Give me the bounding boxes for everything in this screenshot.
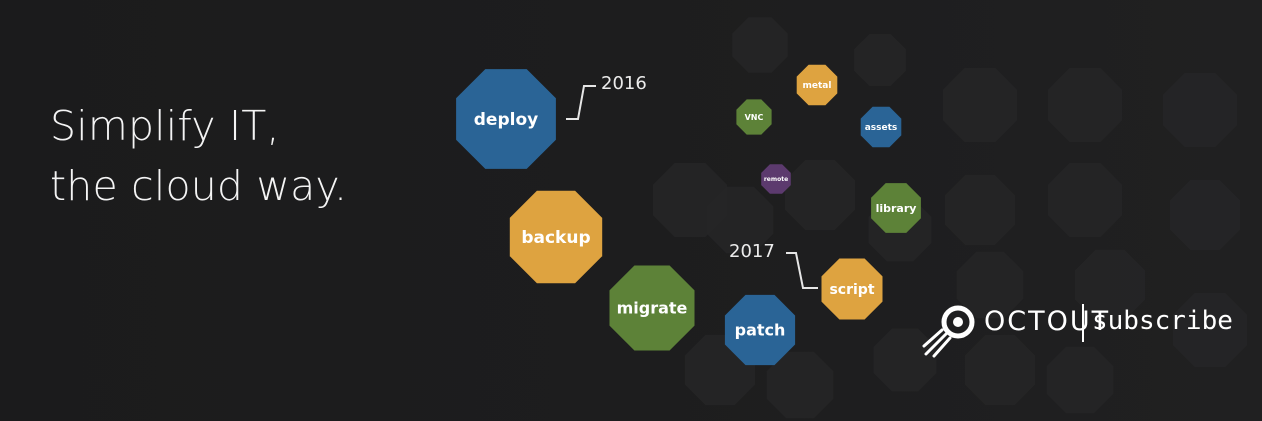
background-hex (1046, 346, 1114, 414)
rocket-o-icon (922, 305, 975, 358)
background-hex (784, 159, 856, 231)
timeline-connector-2017 (786, 252, 818, 289)
hex-assets-label: assets (865, 123, 898, 133)
hex-deploy-shape (456, 69, 556, 169)
hex-deploy: deploy (456, 69, 556, 169)
background-hex (1048, 163, 1122, 237)
hex-library-label: library (876, 202, 917, 215)
hex-assets-shape (860, 106, 902, 148)
hex-patch-shape (724, 294, 796, 366)
hex-library-shape (871, 183, 921, 233)
background-hex (732, 17, 788, 73)
hex-patch: patch (724, 294, 796, 366)
hex-metal-label: metal (803, 81, 832, 91)
background-hex (1173, 293, 1247, 367)
background-hex (766, 351, 834, 419)
year-2017-label: 2017 (729, 241, 775, 262)
hex-vnc-label: VNC (745, 113, 764, 122)
hex-script: script (821, 258, 883, 320)
headline-line-1: Simplify IT, (50, 102, 280, 150)
background-hex (1163, 73, 1237, 147)
brand-divider (1082, 304, 1084, 342)
hex-library: library (871, 183, 921, 233)
hex-vnc-shape (736, 99, 772, 135)
hex-vnc: VNC (736, 99, 772, 135)
background-hex (1074, 249, 1146, 321)
background-hex (1048, 68, 1122, 142)
hex-backup: backup (509, 190, 603, 284)
background-hex (943, 68, 1017, 142)
hex-migrate-label: migrate (617, 299, 688, 318)
background-hex (1169, 179, 1241, 251)
brand-name: OCTOUT (984, 306, 1111, 337)
background-hex (706, 186, 774, 254)
hex-metal-shape (796, 64, 838, 106)
background-hex (964, 334, 1036, 406)
background-hex (854, 34, 906, 86)
hex-migrate: migrate (609, 265, 695, 351)
hex-remote-shape (761, 164, 791, 194)
hex-script-shape (821, 258, 883, 320)
octout-subscribe-logo[interactable]: OCTOUT subscribe (920, 300, 1250, 360)
hex-assets: assets (860, 106, 902, 148)
background-hex (956, 251, 1024, 319)
headline: Simplify IT, the cloud way. (50, 96, 347, 216)
timeline-connector-2016 (566, 85, 596, 120)
subscribe-link[interactable]: subscribe (1092, 306, 1233, 336)
background-hex (944, 174, 1016, 246)
hex-remote-label: remote (764, 176, 788, 183)
hex-remote: remote (761, 164, 791, 194)
hex-migrate-shape (609, 265, 695, 351)
headline-line-2: the cloud way. (50, 162, 348, 210)
hex-deploy-label: deploy (474, 110, 538, 130)
hex-script-label: script (829, 282, 874, 298)
hex-backup-shape (509, 190, 603, 284)
hex-metal: metal (796, 64, 838, 106)
background-hex (873, 328, 937, 392)
hex-patch-label: patch (735, 321, 786, 340)
year-2016-label: 2016 (601, 73, 647, 94)
hex-backup-label: backup (521, 228, 590, 248)
